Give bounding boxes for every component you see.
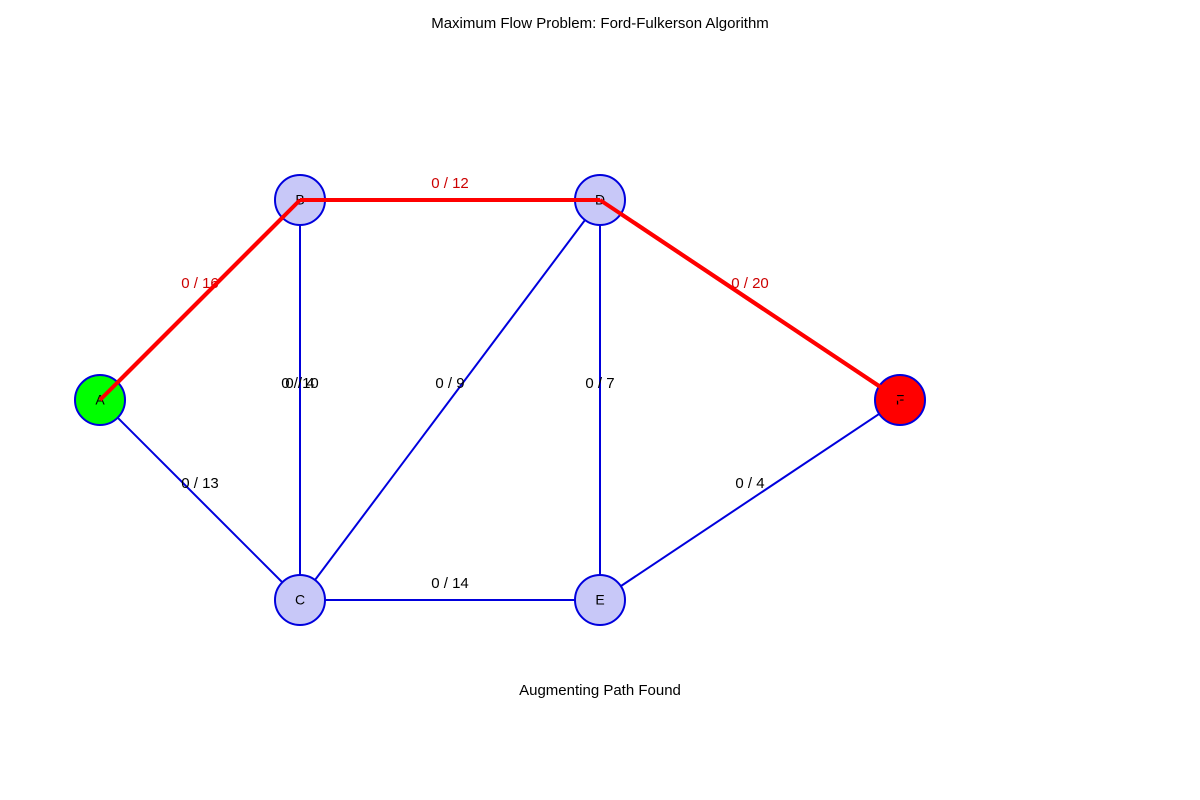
path-overlay-a-b <box>98 198 302 402</box>
edge-a-c <box>99 399 301 601</box>
node-c: C <box>274 574 326 626</box>
edge-c-d <box>299 199 601 601</box>
edges-layer <box>98 198 902 601</box>
node-circle-c <box>274 574 326 626</box>
edge-label-a-b: 0 / 16 <box>181 275 219 292</box>
edge-e-f <box>599 399 901 601</box>
edge-label-a-c: 0 / 13 <box>181 475 219 492</box>
page-title: Maximum Flow Problem: Ford-Fulkerson Alg… <box>431 15 769 32</box>
edge-label-c-d: 0 / 9 <box>435 375 464 392</box>
edge-labels-layer: 0 / 160 / 130 / 100 / 40 / 120 / 90 / 14… <box>181 175 769 592</box>
node-label-c: C <box>295 592 305 608</box>
node-circle-e <box>574 574 626 626</box>
edge-label-d-f: 0 / 20 <box>731 275 769 292</box>
node-label-e: E <box>595 592 604 608</box>
path-overlay-d-f <box>598 198 902 402</box>
node-e: E <box>574 574 626 626</box>
edge-label-b-c: 0 / 10 <box>281 375 319 392</box>
edge-label-c-b: 0 / 4 <box>285 375 314 392</box>
nodes-layer: ABCDEF <box>74 174 926 626</box>
edge-label-e-d: 0 / 7 <box>585 375 614 392</box>
edge-label-c-e: 0 / 14 <box>431 575 469 592</box>
edge-label-b-d: 0 / 12 <box>431 175 469 192</box>
edge-label-e-f: 0 / 4 <box>735 475 764 492</box>
status-text: Augmenting Path Found <box>519 682 681 699</box>
